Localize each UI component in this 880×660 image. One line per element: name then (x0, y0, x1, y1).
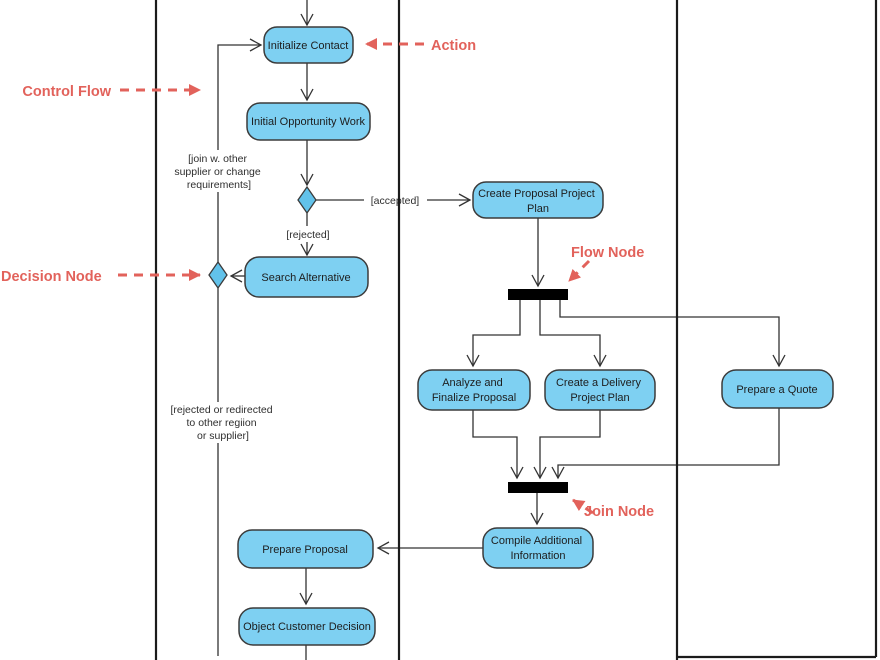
action-shape (472, 181, 604, 219)
svg-text:Flow Node: Flow Node (571, 245, 644, 261)
svg-text:Create Proposal Project: Create Proposal Project Plan (478, 188, 598, 215)
join-node-bar (508, 482, 568, 493)
svg-text:Prepare a Quote: Prepare a Quote (736, 384, 817, 396)
guard-bg (364, 192, 427, 208)
edge-prepare-quote-to-join (551, 408, 780, 480)
edge-fork-to-analyze (466, 300, 521, 368)
tutorial-annotations: Control Flow Action Decision Node Flow N… (1, 38, 654, 520)
control-nodes (208, 185, 568, 493)
svg-text:[rejected or redirected: [rejected or redirected to other regiion… (170, 404, 275, 442)
svg-text:Create a Delivery Proj: Create a Delivery Project Plan (556, 377, 644, 404)
action-node-prepare-a-quote: Prepare a Quote (721, 369, 834, 409)
action-shape (544, 369, 656, 411)
action-shape (244, 256, 369, 298)
guard-label-join-with-other: [join w. other supplier or change requir… (166, 150, 272, 192)
action-node-initialize-contact: Initialize Contact (263, 26, 354, 64)
edge-fork-to-delivery-plan (539, 300, 607, 368)
edge-fork-to-prepare-quote (559, 300, 786, 368)
annotation-arrow-flow-node (567, 259, 591, 283)
action-shape (246, 102, 371, 141)
action-shape (482, 527, 594, 569)
control-flow-edges (217, 0, 786, 660)
svg-text:Join Node: Join Node (584, 504, 654, 520)
action-nodes: Initialize Contact Initial Opportunity W… (237, 26, 834, 646)
svg-text:Compile Additional Inf: Compile Additional Information (491, 535, 585, 562)
action-node-create-a-delivery-project-plan: Create a Delivery Project Plan (544, 369, 656, 411)
action-node-compile-additional-information: Compile Additional Information (482, 527, 594, 569)
action-shape (263, 26, 354, 64)
guard-bg (166, 150, 272, 192)
annotation-decision-node: Decision Node (1, 269, 201, 285)
annotation-join-node: Join Node (572, 498, 654, 520)
svg-text:Object Customer Decision: Object Customer Decision (243, 621, 371, 633)
svg-text:Analyze and Finalize P: Analyze and Finalize Proposal (432, 377, 516, 404)
decision-node-merge (208, 260, 228, 290)
svg-text:Initial Opportunity Work: Initial Opportunity Work (251, 116, 366, 128)
swimlanes (154, 0, 878, 660)
action-node-object-customer-decision: Object Customer Decision (238, 607, 376, 646)
guard-label-rejected: [rejected] (282, 226, 334, 242)
action-node-prepare-proposal: Prepare Proposal (237, 529, 374, 569)
edge-analyze-to-join (472, 410, 524, 480)
guard-labels: [accepted] [rejected] [join w. other sup… (164, 150, 427, 443)
guard-label-rejected-or-redirected: [rejected or redirected to other regiion… (164, 402, 282, 443)
svg-text:Decision Node: Decision Node (1, 269, 102, 285)
guard-bg (282, 226, 334, 242)
svg-text:Prepare Proposal: Prepare Proposal (262, 544, 348, 556)
svg-text:[join w. other supplie: [join w. other supplier or change requir… (174, 153, 263, 191)
svg-text:Search Alternative: Search Alternative (261, 272, 350, 284)
annotation-flow-node: Flow Node (567, 245, 644, 283)
svg-text:[accepted]: [accepted] (371, 195, 420, 207)
action-shape (417, 369, 531, 411)
annotation-action: Action (365, 38, 476, 54)
annotation-arrow-join-node (572, 498, 594, 515)
guard-label-accepted: [accepted] (364, 192, 427, 208)
decision-node-accept-reject (297, 185, 317, 215)
annotation-control-flow: Control Flow (22, 84, 201, 100)
svg-text:[rejected]: [rejected] (286, 229, 329, 241)
action-shape (721, 369, 834, 409)
edge-delivery-plan-to-join (533, 410, 601, 480)
action-node-create-proposal-project-plan: Create Proposal Project Plan (472, 181, 604, 219)
action-node-search-alternative: Search Alternative (244, 256, 369, 298)
action-shape (237, 529, 374, 569)
svg-text:Control Flow: Control Flow (22, 84, 111, 100)
action-node-analyze-and-finalize-proposal: Analyze and Finalize Proposal (417, 369, 531, 411)
action-node-initial-opportunity-work: Initial Opportunity Work (246, 102, 371, 141)
action-shape (238, 607, 376, 646)
svg-text:Action: Action (431, 38, 476, 54)
guard-bg (164, 402, 282, 443)
fork-flow-node-bar (508, 289, 568, 300)
svg-text:Initialize Contact: Initialize Contact (268, 40, 349, 52)
